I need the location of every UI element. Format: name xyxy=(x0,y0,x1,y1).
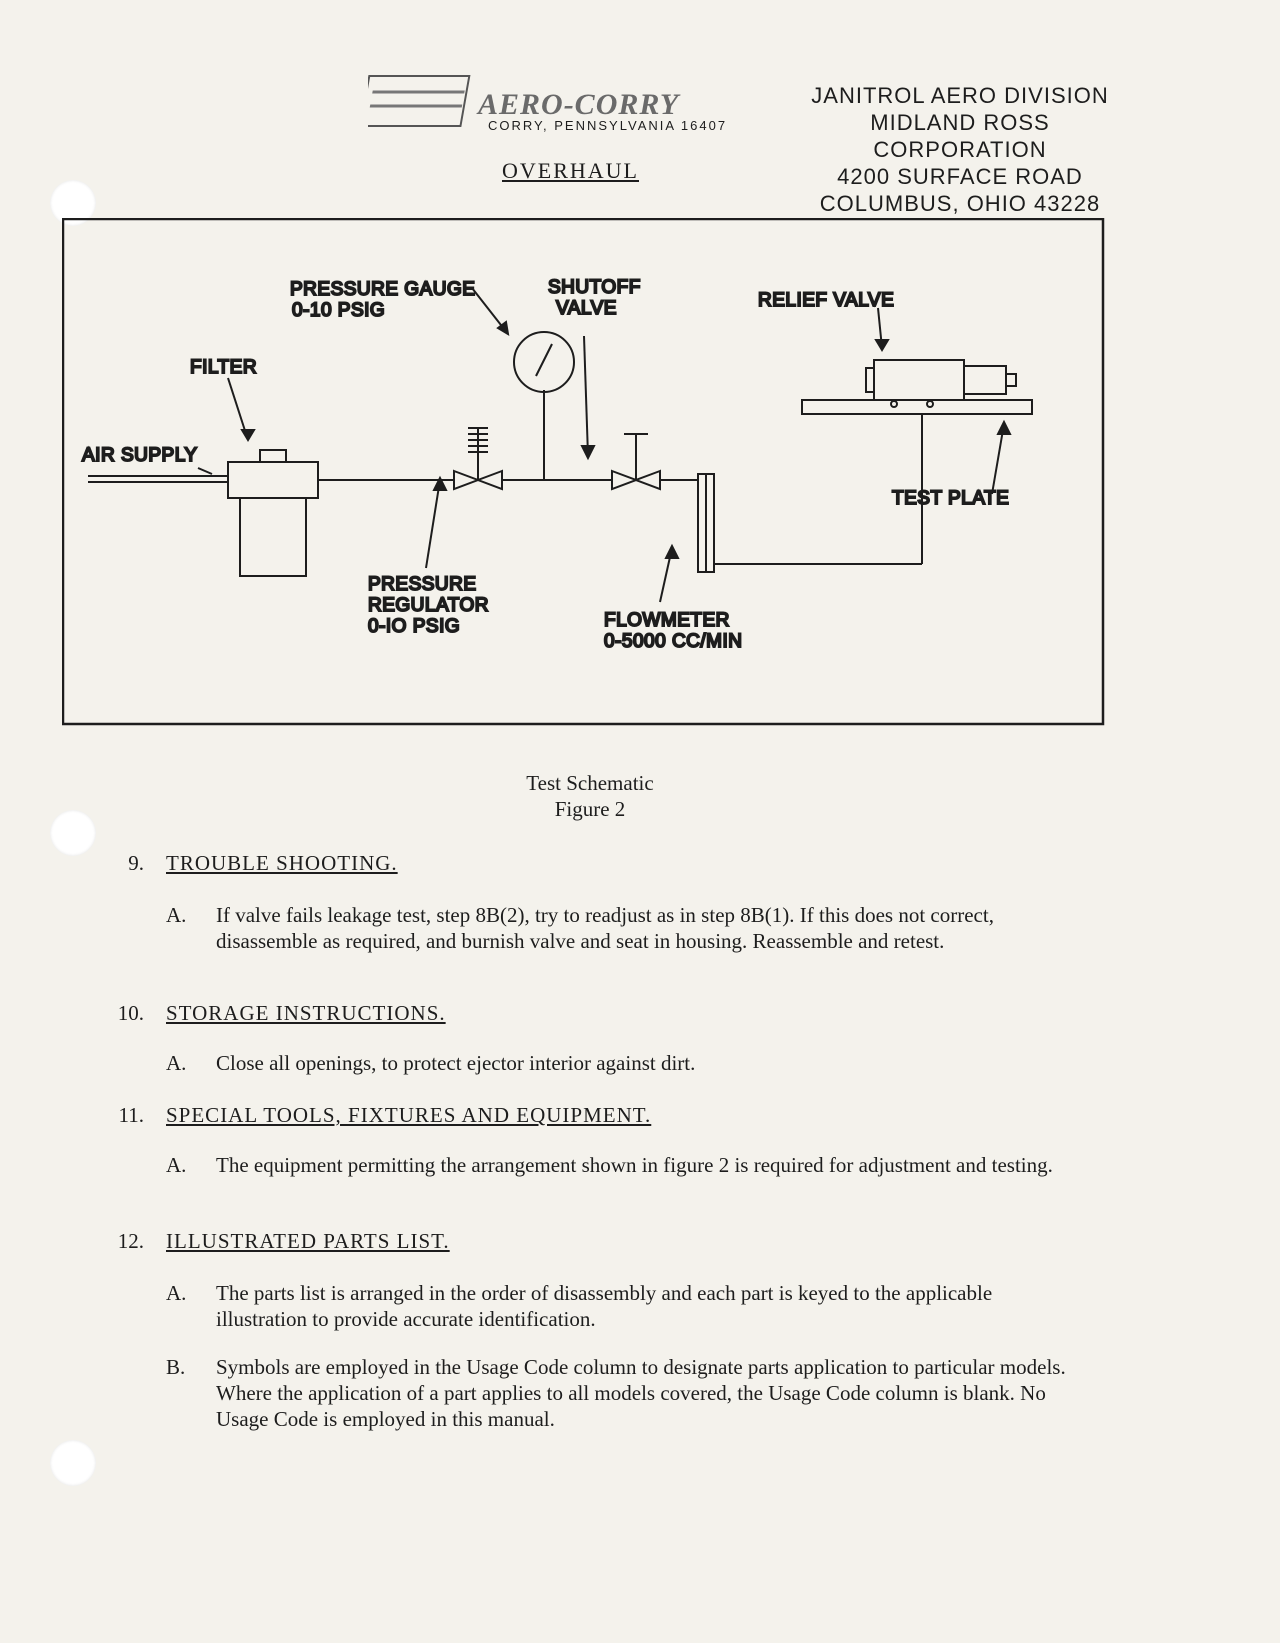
punch-hole-middle xyxy=(50,810,96,856)
section-heading: 10. STORAGE INSTRUCTIONS. xyxy=(94,1000,994,1026)
figure-title: Test Schematic xyxy=(526,771,654,795)
label-shutoff-valve: VALVE xyxy=(556,298,617,319)
company-logo xyxy=(359,72,476,130)
relief-valve-symbol xyxy=(865,359,1017,408)
test-plate-symbol xyxy=(801,399,1033,415)
label-pressure-gauge-range: 0-10 PSIG xyxy=(292,300,385,321)
paragraph-letter: B. xyxy=(166,1355,186,1379)
label-pressure-gauge: PRESSURE GAUGE xyxy=(290,279,475,300)
paragraph-text: Symbols are employed in the Usage Code c… xyxy=(216,1355,1066,1431)
label-regulator-range: 0-IO PSIG xyxy=(368,616,460,637)
test-schematic-diagram: AIR SUPPLY FILTER PRESSURE GAUGE 0-10 PS… xyxy=(61,217,1106,728)
label-regulator: REGULATOR xyxy=(368,595,489,616)
section-number: 12. xyxy=(117,1229,144,1253)
paragraph-text: The equipment permitting the arrangement… xyxy=(216,1153,1053,1177)
section-title: SPECIAL TOOLS, FIXTURES AND EQUIPMENT. xyxy=(166,1103,652,1127)
label-filter: FILTER xyxy=(190,357,257,378)
paragraph-text: If valve fails leakage test, step 8B(2),… xyxy=(216,903,994,953)
paragraph: A. Close all openings, to protect ejecto… xyxy=(166,1050,1106,1078)
janitrol-line: MIDLAND ROSS CORPORATION xyxy=(870,110,1050,162)
section-heading: 11. SPECIAL TOOLS, FIXTURES AND EQUIPMEN… xyxy=(94,1102,994,1128)
figure-number: Figure 2 xyxy=(554,797,626,821)
section-number: 9. xyxy=(128,851,144,875)
janitrol-line: 4200 SURFACE ROAD xyxy=(837,164,1083,189)
shutoff-valve-symbol xyxy=(611,433,661,491)
paragraph-letter: A. xyxy=(166,1051,187,1075)
paragraph: A. The parts list is arranged in the ord… xyxy=(166,1280,1106,1334)
paragraph-letter: A. xyxy=(166,1153,187,1177)
company-location: CORRY, PENNSYLVANIA 16407 xyxy=(488,118,728,133)
section-number: 11. xyxy=(118,1103,144,1127)
label-air-supply: AIR SUPPLY xyxy=(82,445,198,466)
janitrol-line: COLUMBUS, OHIO 43228 xyxy=(819,191,1101,216)
pressure-regulator-symbol xyxy=(453,427,503,491)
paragraph-letter: A. xyxy=(166,1281,187,1305)
flowmeter-symbol xyxy=(697,473,715,573)
label-flowmeter-range: 0-5000 CC/MIN xyxy=(604,631,743,652)
janitrol-address: JANITROL AERO DIVISION MIDLAND ROSS CORP… xyxy=(790,82,1130,217)
janitrol-line: JANITROL AERO DIVISION xyxy=(811,83,1109,108)
section-title: STORAGE INSTRUCTIONS. xyxy=(166,1001,446,1025)
label-relief-valve: RELIEF VALVE xyxy=(758,290,894,311)
paragraph: B. Symbols are employed in the Usage Cod… xyxy=(166,1354,1106,1460)
label-pressure-regulator: PRESSURE xyxy=(368,574,477,595)
paragraph-text: Close all openings, to protect ejector i… xyxy=(216,1051,696,1075)
filter-symbol xyxy=(227,449,319,577)
section-title: ILLUSTRATED PARTS LIST. xyxy=(166,1229,450,1253)
figure-caption: Test Schematic Figure 2 xyxy=(440,770,740,822)
punch-hole-bottom xyxy=(50,1440,96,1486)
section-number: 10. xyxy=(117,1001,144,1025)
paragraph-letter: A. xyxy=(166,903,187,927)
section-heading: 12. ILLUSTRATED PARTS LIST. xyxy=(94,1228,994,1254)
paragraph: A. If valve fails leakage test, step 8B(… xyxy=(166,902,1106,982)
pressure-gauge-symbol xyxy=(513,331,575,480)
label-test-plate: TEST PLATE xyxy=(892,488,1009,509)
paragraph-text: The parts list is arranged in the order … xyxy=(216,1281,993,1331)
label-shutoff: SHUTOFF xyxy=(548,277,641,298)
paragraph: A. The equipment permitting the arrangem… xyxy=(166,1152,1106,1206)
section-label: OVERHAUL xyxy=(502,158,639,183)
label-flowmeter: FLOWMETER xyxy=(604,610,730,631)
company-name: AERO-CORRY xyxy=(478,88,680,121)
section-title: TROUBLE SHOOTING. xyxy=(166,851,398,875)
section-heading: 9. TROUBLE SHOOTING. xyxy=(94,850,994,876)
